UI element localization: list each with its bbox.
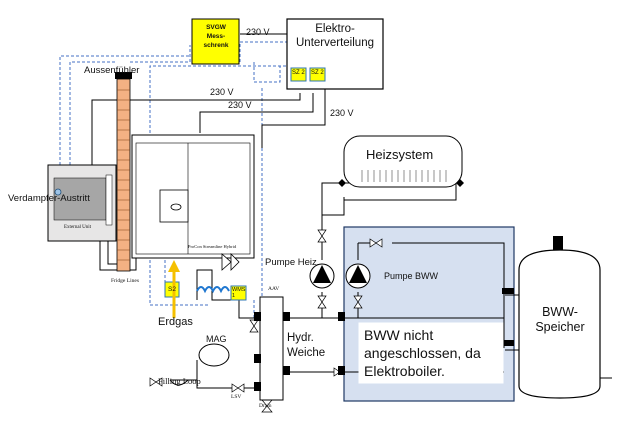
fuse-sz2-a-label: SZ 2	[292, 70, 305, 76]
gas-meter-label: S2	[168, 286, 176, 293]
valves	[149, 229, 383, 413]
storage-tank-label: BWW- Speicher	[535, 305, 585, 334]
outdoor-sensor-label: Aussenfühler	[84, 65, 140, 76]
safety-valve	[221, 253, 240, 271]
gas-coil	[196, 286, 230, 294]
voltage-label-2: 230 V	[210, 87, 234, 97]
pump-heating	[309, 263, 335, 289]
mag-label: MAG	[206, 334, 227, 344]
aav-label: AAV	[268, 286, 280, 292]
fridge-lines-label: Fridge Lines	[111, 278, 139, 284]
boiler-unit	[131, 134, 255, 259]
hydraulic-switch-box	[259, 296, 284, 401]
evaporator-label: Verdampfer-Austritt	[8, 193, 90, 204]
fuse-sz2-b-label: SZ 2	[311, 70, 324, 76]
boiler-label: ProCon Streamline Hybrid	[188, 244, 237, 249]
signal-lines	[59, 41, 290, 320]
voltage-label-4: 230 V	[330, 108, 354, 118]
radiator	[338, 135, 464, 188]
hydraulic-switch-ports	[254, 288, 514, 391]
gas-label: Erdgas	[158, 316, 193, 328]
note-label: BWW nicht angeschlossen, da Elektroboile…	[364, 327, 481, 379]
hydraulic-switch-label: Hydr. Weiche	[287, 332, 326, 359]
gas-flame-arrow	[168, 260, 180, 318]
meter-cabinet-label: SVGW Mess- schrenk	[203, 24, 229, 49]
voltage-label-3: 230 V	[228, 100, 252, 110]
wms-label: WMS 1	[232, 287, 246, 299]
outdoor-sensor-column	[115, 72, 132, 272]
distribution-board-label: Elektro- Unterverteilung	[296, 23, 374, 49]
filling-loop	[169, 379, 189, 386]
meter-cabinet-box	[191, 18, 240, 65]
fuse-sz2-a-box	[290, 67, 307, 82]
voltage-label-1: 230 V	[246, 27, 270, 37]
pump-dhw-label: Pumpe BWW	[384, 271, 439, 281]
heating-system-label: Heizsystem	[366, 147, 434, 162]
external-unit	[47, 164, 117, 242]
storage-tank	[518, 236, 601, 399]
pump-heating-label: Pumpe Heiz.	[265, 257, 320, 268]
fuse-sz2-b-box	[309, 67, 326, 82]
filling-loop-label: Filling Loop	[158, 376, 201, 386]
wms-box	[230, 285, 247, 301]
pump-dhw	[345, 263, 371, 289]
drain-label: Drain	[259, 403, 272, 409]
note-box	[358, 322, 504, 384]
mag-vessel	[198, 343, 230, 367]
lsv-label: LSV	[231, 394, 242, 400]
external-unit-label: External Unit	[64, 225, 92, 230]
